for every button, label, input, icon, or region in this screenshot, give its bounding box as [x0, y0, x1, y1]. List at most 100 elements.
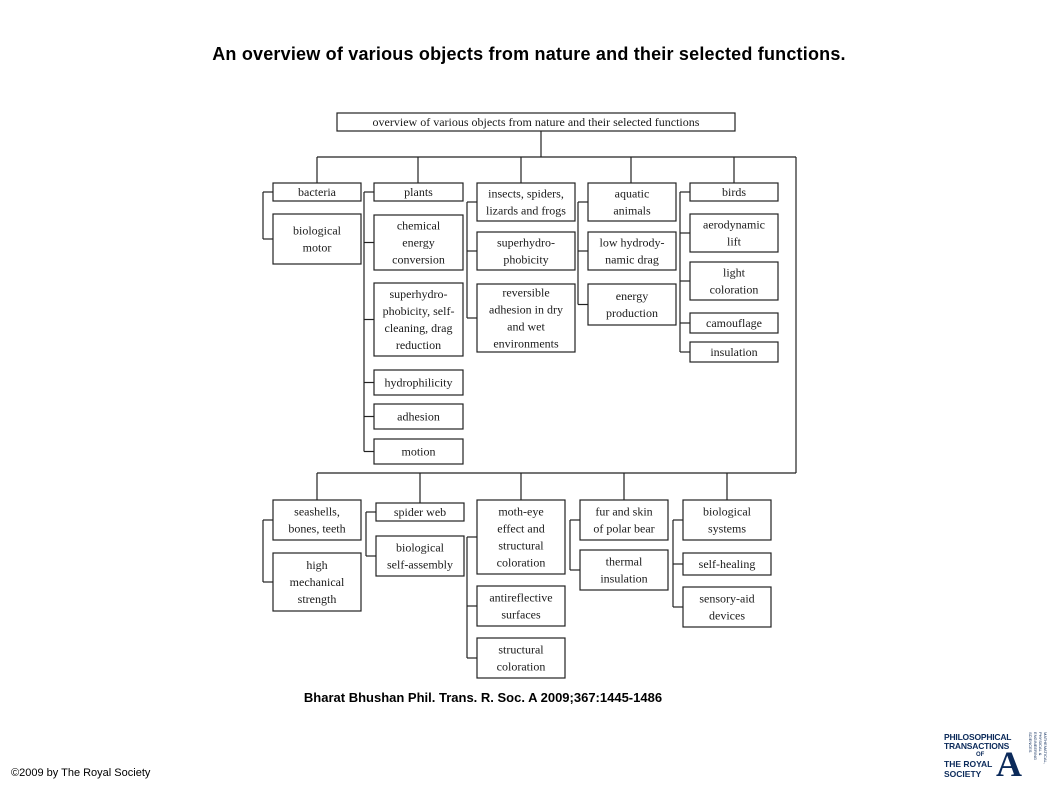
- bottom-category-2-text: coloration: [497, 556, 546, 570]
- bottom-category-1-frame: [375, 502, 465, 522]
- top-item-2-1-text: reversible: [502, 286, 549, 300]
- top-item-2-1-text: adhesion in dry: [489, 303, 563, 317]
- diagram-boxes: overview of various objects from nature …: [272, 112, 779, 679]
- top-item-2-1-text: environments: [493, 337, 559, 351]
- bottom-item-2-1-text: structural: [498, 643, 544, 657]
- top-item-1-3-text: adhesion: [397, 410, 440, 424]
- citation: Bharat Bhushan Phil. Trans. R. Soc. A 20…: [303, 690, 663, 705]
- bottom-category-3-frame: [579, 499, 669, 541]
- top-item-1-0-text: energy: [402, 236, 434, 250]
- top-item-1-0-text: conversion: [392, 253, 445, 267]
- logo-line-4: SOCIETY: [944, 769, 982, 779]
- top-item-3-0: low hydrody-namic drag: [587, 231, 677, 271]
- top-item-4-2-text: camouflage: [706, 316, 762, 330]
- bottom-category-3: fur and skin of polar bear: [579, 499, 669, 541]
- top-item-1-1-text: phobicity, self-: [383, 304, 455, 318]
- bottom-item-2-0-frame: [476, 585, 566, 627]
- bottom-category-2-frame: [476, 499, 566, 575]
- top-item-4-2: camouflage: [689, 312, 779, 334]
- bottom-category-3-text: fur and skin: [595, 505, 652, 519]
- top-item-1-1-text: reduction: [396, 338, 441, 352]
- top-category-1-frame: [373, 182, 464, 202]
- top-category-4-text: birds: [722, 185, 746, 199]
- top-item-1-4-frame: [373, 438, 464, 465]
- bottom-category-0-text: bones, teeth: [288, 522, 345, 536]
- bottom-item-3-0-frame: [579, 549, 669, 591]
- top-item-3-1-text: production: [606, 306, 658, 320]
- top-item-4-1-frame: [689, 261, 779, 301]
- top-item-4-1-text: coloration: [710, 283, 759, 297]
- bottom-item-1-0-text: biological: [396, 541, 445, 555]
- top-item-1-1: superhydro-phobicity, self-cleaning, dra…: [373, 282, 464, 357]
- bottom-category-0: seashells,bones, teeth: [272, 499, 362, 541]
- bottom-item-4-0-text: self-healing: [699, 557, 756, 571]
- bottom-category-4-text: systems: [708, 522, 746, 536]
- bottom-category-2: moth-eye effect and structural coloration: [476, 499, 566, 575]
- top-item-2-0-frame: [476, 231, 576, 271]
- bottom-item-2-1-frame: [476, 637, 566, 679]
- bottom-category-2-text: effect and: [497, 522, 544, 536]
- root-box-frame: [336, 112, 736, 132]
- top-item-4-0-frame: [689, 213, 779, 253]
- top-category-1-text: plants: [404, 185, 433, 199]
- top-item-1-1-frame: [373, 282, 464, 357]
- bottom-item-4-1-text: sensory-aid: [699, 592, 754, 606]
- bottom-item-1-0-frame: [375, 535, 465, 577]
- bottom-category-4-frame: [682, 499, 772, 541]
- bottom-item-2-0-text: antireflective: [489, 591, 552, 605]
- bottom-item-2-0-text: surfaces: [501, 608, 541, 622]
- top-item-2-0: superhydro-phobicity: [476, 231, 576, 271]
- top-item-1-1-text: cleaning, drag: [385, 321, 453, 335]
- top-category-2: insects, spiders,lizards and frogs: [476, 182, 576, 222]
- slide-title: An overview of various objects from natu…: [212, 44, 846, 64]
- bottom-item-4-0-frame: [682, 552, 772, 576]
- top-item-4-3: insulation: [689, 341, 779, 363]
- top-item-1-2: hydrophilicity: [373, 369, 464, 396]
- top-item-1-3: adhesion: [373, 403, 464, 430]
- top-item-0-0-frame: [272, 213, 362, 265]
- top-item-1-2-frame: [373, 369, 464, 396]
- logo-side-text: MATHEMATICAL, PHYSICAL & ENGINEERING SCI…: [1028, 732, 1048, 764]
- top-item-1-0-frame: [373, 214, 464, 271]
- bottom-category-2-text: structural: [498, 539, 544, 553]
- top-item-0-0: biological motor: [272, 213, 362, 265]
- top-item-3-0-text: namic drag: [605, 253, 659, 267]
- top-category-1: plants: [373, 182, 464, 202]
- top-item-4-1-text: light: [723, 266, 746, 280]
- top-category-0-text: bacteria: [298, 185, 337, 199]
- top-item-1-1-text: superhydro-: [390, 287, 448, 301]
- bottom-category-2-text: moth-eye: [498, 505, 543, 519]
- top-item-4-3-text: insulation: [710, 345, 757, 359]
- bottom-category-1-text: spider web: [394, 505, 446, 519]
- top-category-0: bacteria: [272, 182, 362, 202]
- bottom-item-1-0-text: self-assembly: [387, 558, 453, 572]
- top-category-2-frame: [476, 182, 576, 222]
- top-item-0-0-text: biological: [293, 224, 342, 238]
- top-category-4: birds: [689, 182, 779, 202]
- top-category-2-text: insects, spiders,: [488, 187, 564, 201]
- top-item-1-4-text: motion: [401, 445, 435, 459]
- bottom-item-0-0-text: mechanical: [290, 575, 345, 589]
- bottom-item-4-1-text: devices: [709, 609, 745, 623]
- top-item-3-0-text: low hydrody-: [600, 236, 665, 250]
- bottom-category-3-text: of polar bear: [593, 522, 654, 536]
- bottom-item-2-1-text: coloration: [497, 660, 546, 674]
- bottom-item-0-0-frame: [272, 552, 362, 612]
- bottom-item-2-1: structural coloration: [476, 637, 566, 679]
- logo-line-1: PHILOSOPHICAL: [944, 732, 1012, 742]
- top-item-3-1-text: energy: [616, 289, 648, 303]
- royal-society-logo: PHILOSOPHICAL TRANSACTIONS OF THE ROYAL …: [944, 730, 1049, 782]
- top-category-0-frame: [272, 182, 362, 202]
- top-item-2-0-text: phobicity: [503, 253, 548, 267]
- top-item-1-3-frame: [373, 403, 464, 430]
- top-item-4-2-frame: [689, 312, 779, 334]
- top-item-0-0-text: motor: [303, 241, 332, 255]
- bottom-item-2-0: antireflective surfaces: [476, 585, 566, 627]
